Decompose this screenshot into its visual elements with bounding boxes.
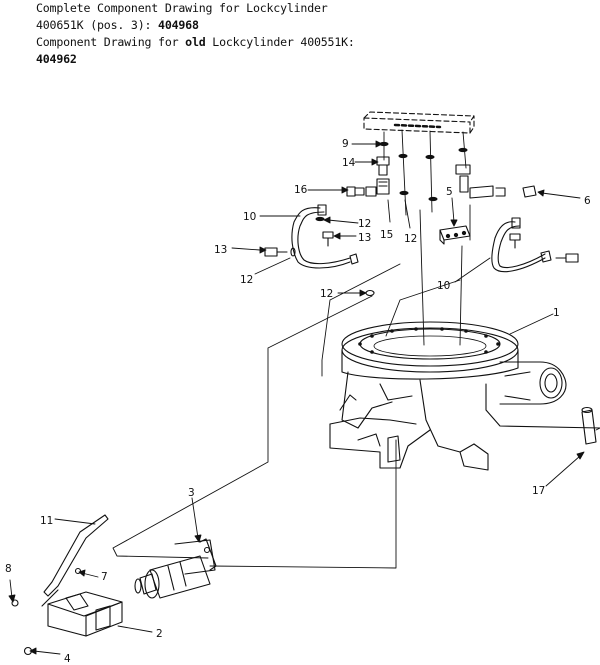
nut-6 — [522, 185, 537, 198]
washer-12-left — [290, 247, 296, 257]
fitting-right-elbow — [469, 185, 506, 199]
callout-8: 8 — [5, 563, 12, 575]
header-line-pos3: 400651K (pos. 3): 404968 — [36, 18, 199, 32]
callout-17: 17 — [532, 485, 545, 497]
callout-16: 16 — [294, 184, 308, 196]
callout-10-left: 10 — [243, 211, 256, 223]
part-number-404968: 404968 — [158, 18, 199, 32]
callout-12-a: 12 — [358, 218, 371, 230]
callout-12-c: 12 — [240, 274, 253, 286]
header-title: Complete Component Drawing for Lockcylin… — [36, 1, 328, 15]
nut-8 — [11, 599, 19, 607]
swing-gear-housing-1 — [329, 321, 600, 471]
connection-block-5 — [439, 225, 471, 245]
pipe-10-left — [291, 204, 359, 269]
header-line-old: Component Drawing for old Lockcylinder 4… — [36, 35, 355, 49]
callout-3: 3 — [188, 487, 195, 499]
callout-7: 7 — [101, 571, 108, 583]
callout-13-b: 13 — [358, 232, 371, 244]
bolt-17 — [581, 406, 597, 445]
lever-11 — [41, 514, 109, 607]
manifold-block — [363, 111, 475, 134]
callout-12-d: 12 — [320, 288, 333, 300]
bolt-13-upper — [322, 231, 334, 247]
callout-15: 15 — [380, 229, 393, 241]
bolt-13-left — [264, 247, 288, 257]
callout-9: 9 — [342, 138, 349, 150]
lock-cylinder-3 — [134, 538, 217, 599]
pin-7 — [74, 567, 82, 575]
o-rings — [315, 141, 468, 222]
leader-arrows — [8, 140, 585, 655]
callout-6: 6 — [584, 195, 591, 207]
bracket-2 — [47, 591, 123, 637]
fitting-16 — [346, 186, 377, 197]
washer-12-lower — [365, 289, 375, 297]
pipe-10-right — [491, 217, 579, 273]
callout-10-right: 10 — [437, 280, 450, 292]
callout-1: 1 — [553, 307, 560, 319]
callout-labels: 1 2 3 4 5 6 7 8 9 10 10 11 12 12 12 12 1… — [5, 138, 591, 665]
part-number-404962: 404962 — [36, 52, 77, 66]
callout-14: 14 — [342, 157, 356, 169]
callout-12-b: 12 — [404, 233, 417, 245]
fitting-right-upper — [455, 164, 471, 193]
callout-13-a: 13 — [214, 244, 227, 256]
callout-5: 5 — [446, 186, 453, 198]
callout-2: 2 — [156, 628, 163, 640]
callout-11: 11 — [40, 515, 53, 527]
fitting-14 — [376, 156, 390, 195]
routing-lines — [112, 263, 600, 569]
drawing-header: Complete Component Drawing for Lockcylin… — [36, 0, 355, 68]
callout-4: 4 — [64, 653, 71, 665]
